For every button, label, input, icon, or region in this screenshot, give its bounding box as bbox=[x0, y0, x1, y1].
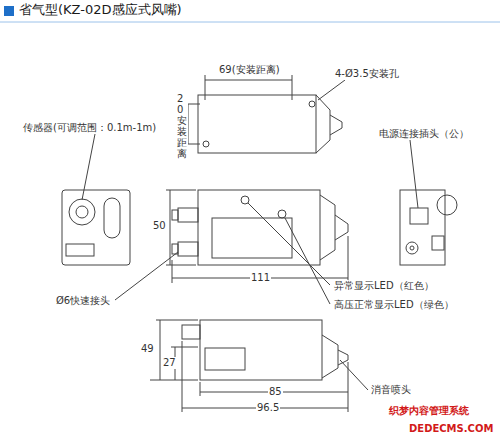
dimension: 69(安装距离) bbox=[218, 64, 281, 76]
watermark: DEDECMS.COM bbox=[408, 423, 494, 435]
callout: 异常显示LED（红色） bbox=[333, 280, 435, 292]
dimension: 111 bbox=[250, 272, 271, 284]
title: 省气型(KZ-02D感应式风嘴) bbox=[18, 3, 183, 18]
callout: Ø6快速接头 bbox=[55, 295, 111, 307]
callout: 消音喷头 bbox=[370, 384, 412, 396]
callout: 4-Ø3.5安装孔 bbox=[334, 68, 400, 80]
dimension: 50 bbox=[152, 220, 167, 232]
dimension: 20安装距离 bbox=[176, 93, 188, 159]
dimension: 96.5 bbox=[256, 402, 280, 414]
dimension: 49 bbox=[140, 343, 155, 355]
callout: 高压正常显示LED（绿色） bbox=[333, 299, 455, 311]
dimension: 27 bbox=[162, 357, 177, 369]
callout: 传感器(可调范围：0.1m-1m) bbox=[22, 122, 157, 134]
dimension: 85 bbox=[268, 386, 283, 398]
callout: 电源连接插头（公） bbox=[378, 128, 470, 140]
watermark: 织梦内容管理系统 bbox=[388, 405, 470, 417]
